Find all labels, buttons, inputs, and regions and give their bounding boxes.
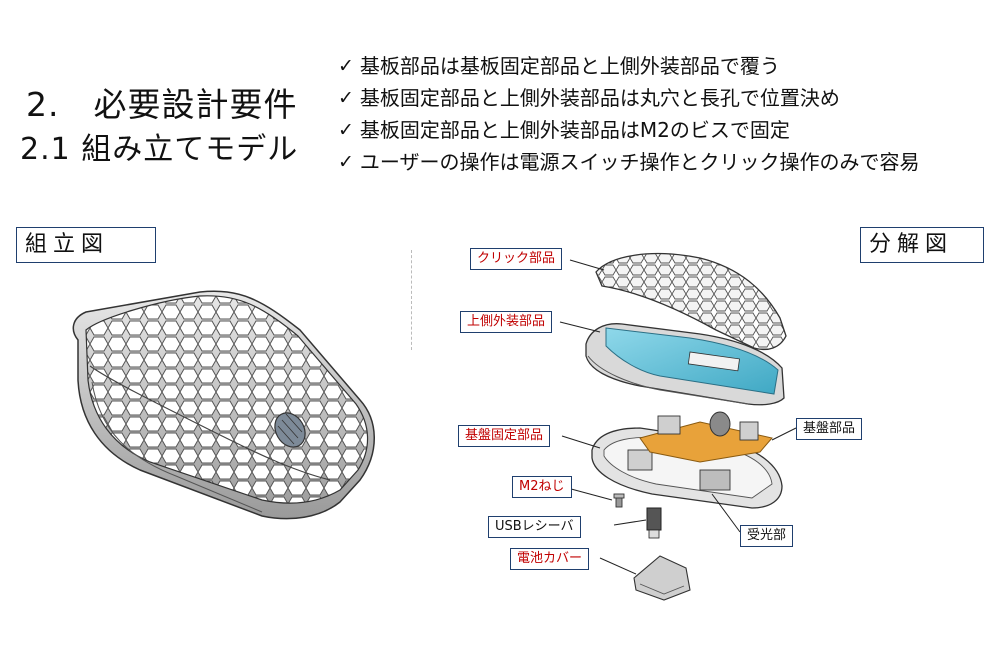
- scroll-wheel-icon: [274, 412, 306, 448]
- callout-click-part: クリック部品: [470, 248, 563, 270]
- callout-battery-cover: 電池カバー: [510, 548, 590, 570]
- section-heading: 2. 必要設計要件: [26, 85, 298, 124]
- requirement-text: 基板固定部品と上側外装部品はM2のビスで固定: [359, 118, 790, 142]
- battery-cover-drawing: [633, 555, 691, 601]
- callout-receiver-part: 受光部: [740, 525, 794, 547]
- upper-case-drawing: [585, 323, 785, 406]
- receiver-part-shape: [699, 469, 731, 491]
- exploded-view-label: 分解図: [860, 227, 984, 263]
- requirement-text: ユーザーの操作は電源スイッチ操作とクリック操作のみで容易: [359, 150, 920, 174]
- requirement-text: 基板部品は基板固定部品と上側外装部品で覆う: [359, 54, 780, 78]
- assembled-mouse-drawing: [72, 290, 375, 520]
- leader-lines: [559, 259, 797, 575]
- assembly-view-label: 組立図: [16, 227, 156, 263]
- subsection-heading: 2.1 組み立てモデル: [20, 132, 299, 167]
- callout-board: 基盤部品: [796, 418, 863, 440]
- check-icon: ✓: [338, 119, 354, 141]
- requirement-item: ✓ 基板固定部品と上側外装部品は丸穴と長孔で位置決め: [338, 82, 920, 114]
- board-drawing: [639, 411, 773, 463]
- requirement-item: ✓ 基板固定部品と上側外装部品はM2のビスで固定: [338, 114, 920, 146]
- view-divider: [411, 250, 412, 350]
- callout-board-fixing: 基盤固定部品: [458, 425, 551, 447]
- usb-receiver-drawing: [646, 507, 662, 539]
- requirement-item: ✓ 基板部品は基板固定部品と上側外装部品で覆う: [338, 50, 920, 82]
- requirement-text: 基板固定部品と上側外装部品は丸穴と長孔で位置決め: [359, 86, 840, 110]
- m2-screw-drawing: [613, 493, 625, 508]
- click-part-drawing: [595, 252, 787, 351]
- requirements-list: ✓ 基板部品は基板固定部品と上側外装部品で覆う ✓ 基板固定部品と上側外装部品は…: [338, 50, 920, 178]
- check-icon: ✓: [338, 87, 354, 109]
- requirement-item: ✓ ユーザーの操作は電源スイッチ操作とクリック操作のみで容易: [338, 146, 920, 178]
- callout-m2-screw: M2ねじ: [512, 476, 572, 498]
- check-icon: ✓: [338, 55, 354, 77]
- check-icon: ✓: [338, 151, 354, 173]
- callout-usb-receiver: USBレシーバ: [488, 516, 581, 538]
- callout-upper-case: 上側外装部品: [460, 311, 553, 333]
